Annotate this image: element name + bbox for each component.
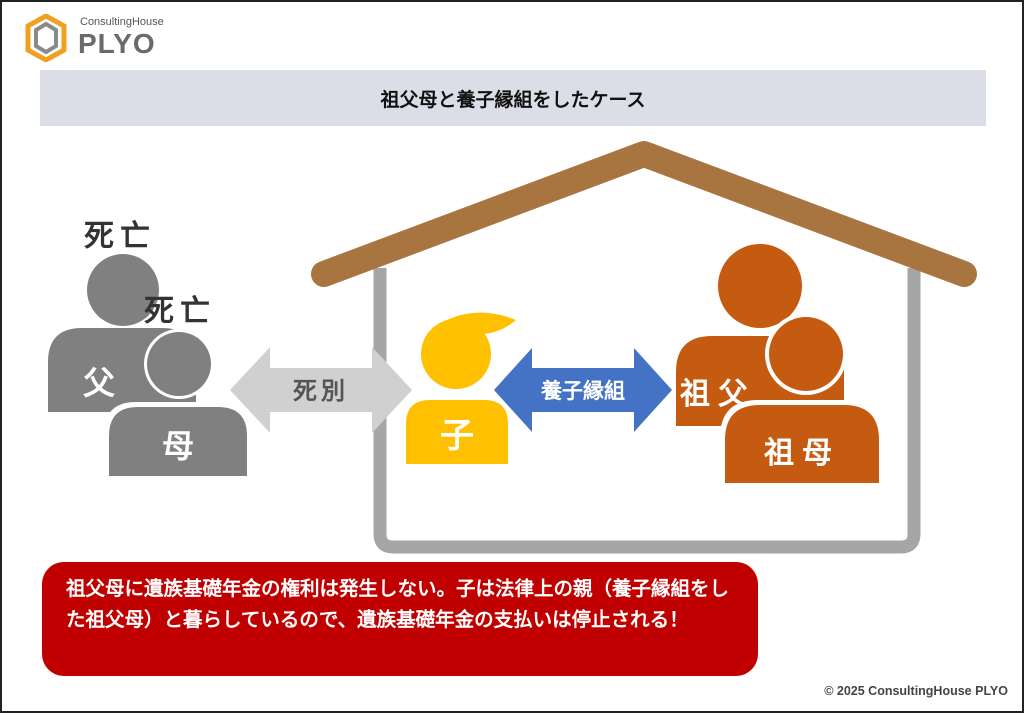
diagram-title: 祖父母と養子縁組をしたケース [40,70,986,126]
deceased-label-mother: 死亡 [144,294,216,329]
house-wall [373,268,921,554]
notice-box: 祖父母に遺族基礎年金の権利は発生しない。子は法律上の親（養子縁組をした祖父母）と… [42,562,758,676]
grandmother-person-icon [720,313,884,488]
separation-label: 死別 [293,377,349,405]
adoption-label: 養子縁組 [540,379,625,403]
mother-label: 母 [162,427,194,465]
father-label: 父 [83,364,115,402]
house-icon [311,141,977,554]
plyo-logo-icon [25,13,67,63]
copyright: © 2025 ConsultingHouse PLYO [824,684,1008,698]
logo-name: PLYO [78,28,156,59]
adoption-double-arrow-icon [494,348,672,432]
child-label: 子 [440,416,474,456]
plyo-logo: ConsultingHouse PLYO [24,13,194,64]
deceased-label-father: 死亡 [84,219,156,254]
separation-double-arrow-icon [230,347,412,433]
mother-person-icon [104,329,252,480]
house-roof [311,141,977,287]
logo-subtitle: ConsultingHouse [80,16,164,28]
child-person-icon [406,312,516,464]
grandmother-label: 祖母 [764,436,840,471]
